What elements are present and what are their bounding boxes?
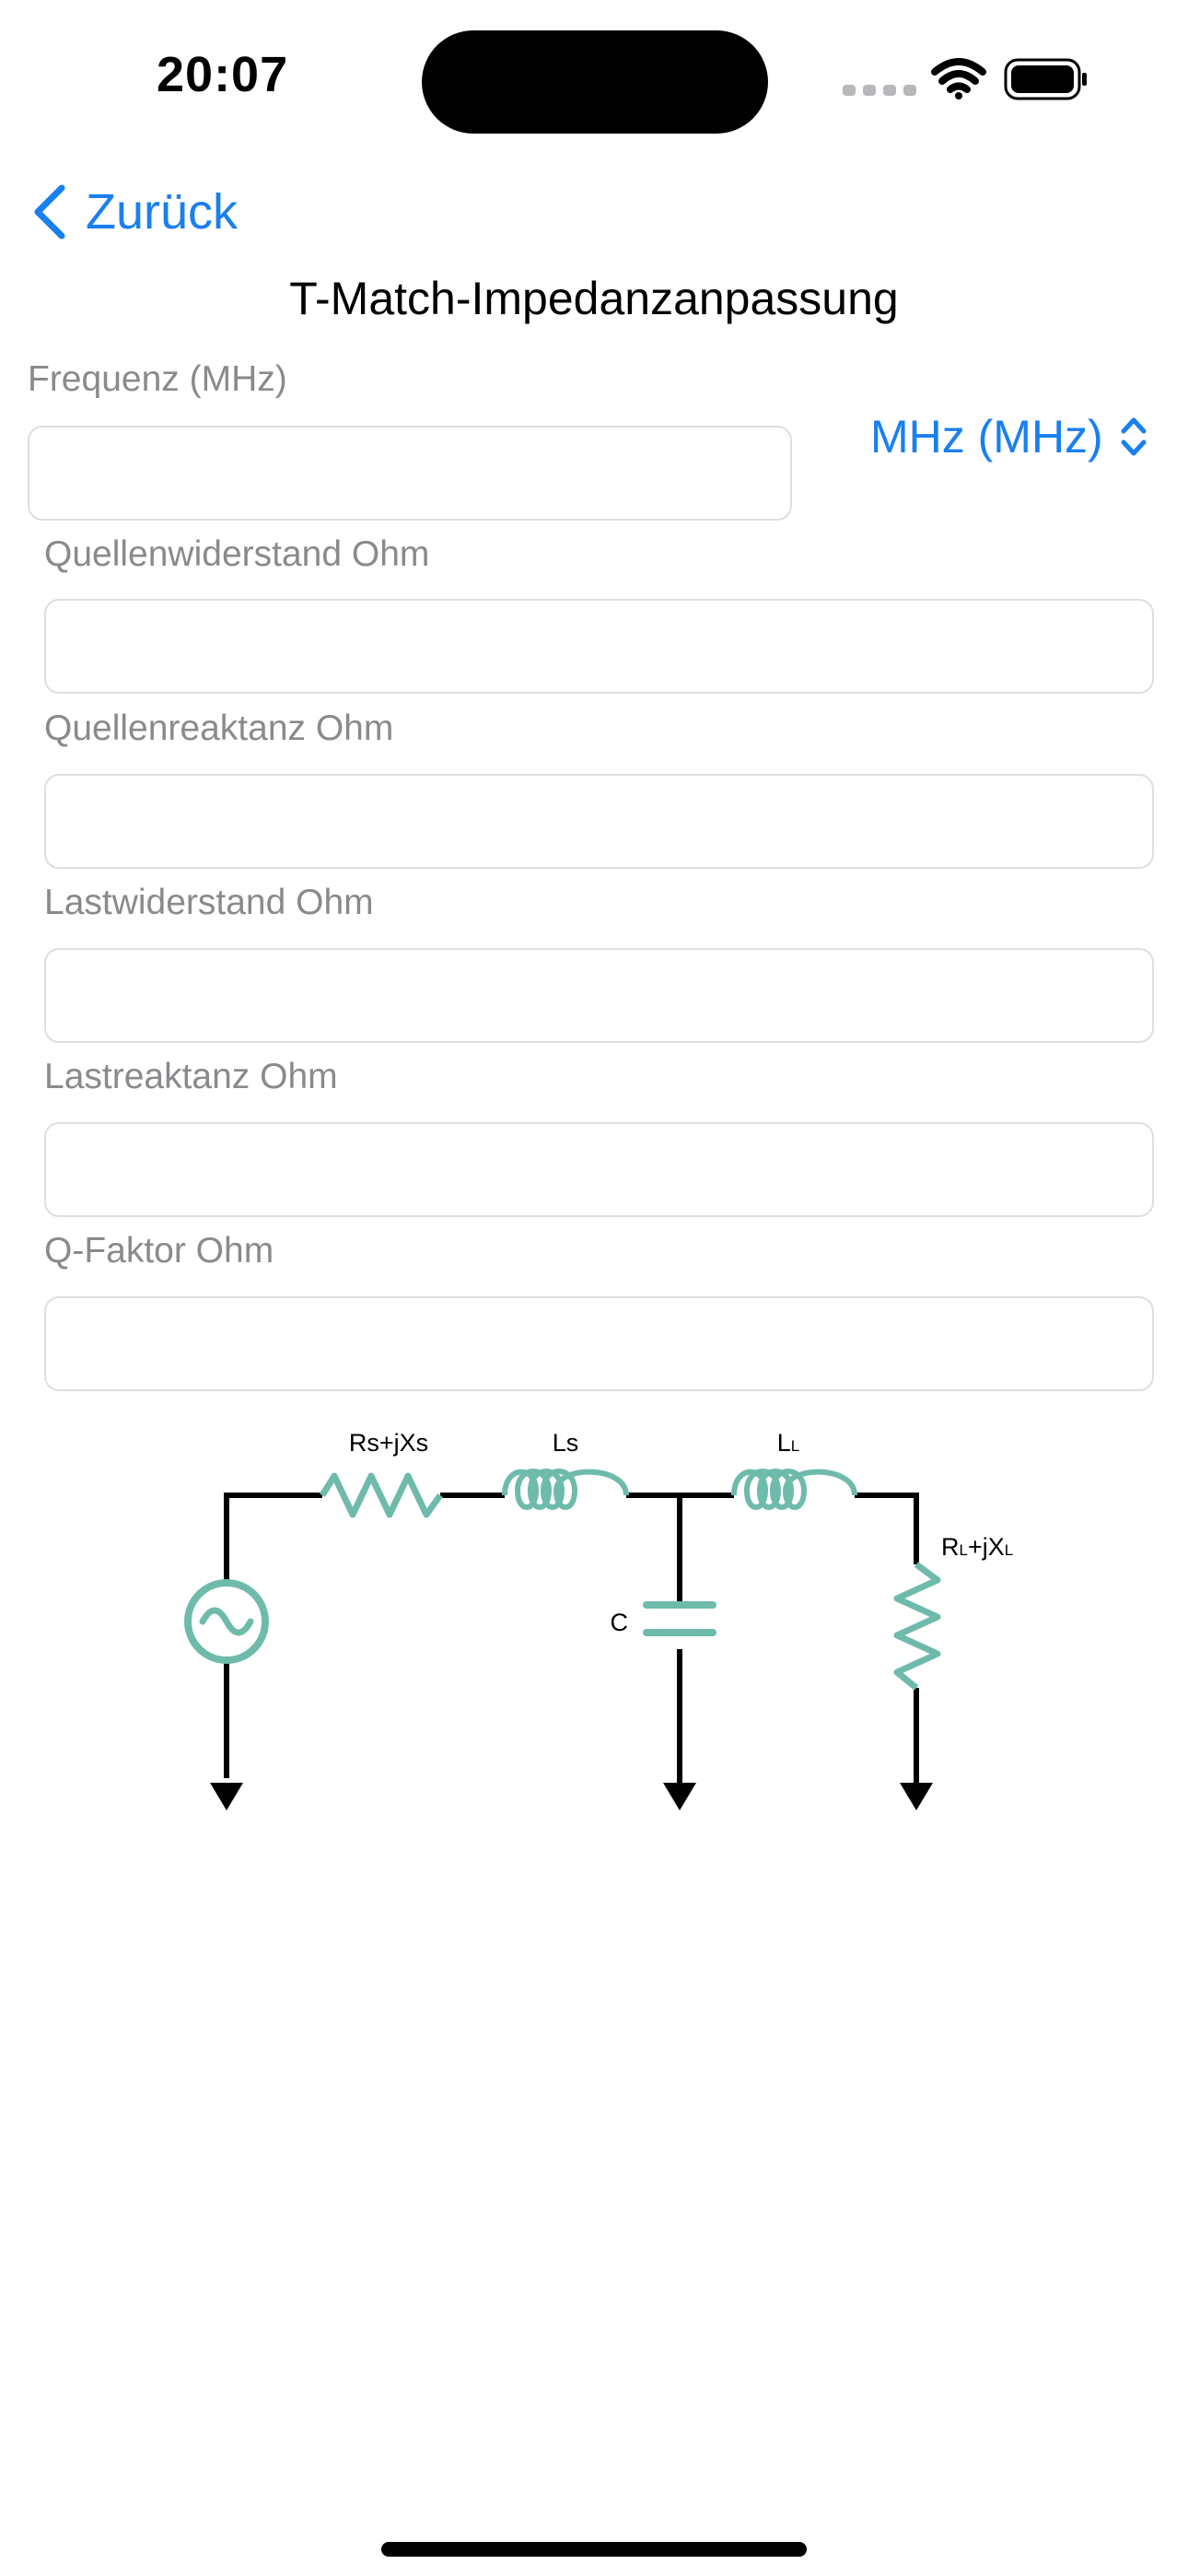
ac-source-icon xyxy=(184,1579,269,1664)
unit-picker-value: MHz (MHz) xyxy=(870,411,1103,463)
frequency-label: Frequenz (MHz) xyxy=(28,359,287,399)
frequency-input[interactable] xyxy=(28,426,792,521)
q-factor-input[interactable] xyxy=(44,1296,1154,1391)
inductor-ls-icon xyxy=(502,1469,629,1510)
status-icons xyxy=(843,57,1087,103)
status-time: 20:07 xyxy=(157,47,289,102)
cellular-dots-icon xyxy=(843,85,916,96)
page-title: T-Match-Impedanzanpassung xyxy=(289,273,899,324)
source-reactance-input[interactable] xyxy=(44,774,1154,869)
source-resistance-label: Quellenwiderstand Ohm xyxy=(44,534,430,574)
load-resistance-label: Lastwiderstand Ohm xyxy=(44,883,374,922)
ls-label: Ls xyxy=(553,1429,579,1457)
load-resistance-input[interactable] xyxy=(44,948,1154,1043)
load-reactance-label: Lastreaktanz Ohm xyxy=(44,1057,338,1096)
ground-arrows xyxy=(210,1783,933,1810)
unit-picker[interactable]: MHz (MHz) xyxy=(870,410,1147,463)
c-label: C xyxy=(611,1609,629,1636)
inductor-ll-icon xyxy=(731,1469,857,1510)
q-factor-label: Q-Faktor Ohm xyxy=(44,1231,274,1270)
capacitor-icon xyxy=(643,1601,716,1636)
source-reactance-label: Quellenreaktanz Ohm xyxy=(44,708,394,748)
back-button[interactable]: Zurück xyxy=(32,180,238,244)
load-reactance-input[interactable] xyxy=(44,1122,1154,1217)
chevron-up-down-icon xyxy=(1121,417,1147,456)
home-indicator[interactable] xyxy=(381,2542,807,2557)
t-match-circuit-diagram: Rs+jXs Ls LL C RL+jXL xyxy=(166,1410,1031,1815)
chevron-left-icon xyxy=(34,184,65,240)
load-impedance-label: RL+jXL xyxy=(941,1533,1013,1561)
battery-icon xyxy=(1004,58,1087,100)
dynamic-island xyxy=(422,30,768,134)
ll-label: LL xyxy=(777,1429,800,1457)
circuit-wires xyxy=(224,1493,919,1787)
wifi-icon xyxy=(931,58,986,100)
source-resistance-input[interactable] xyxy=(44,599,1154,694)
back-label: Zurück xyxy=(86,184,239,240)
source-resistor-icon xyxy=(320,1472,443,1518)
load-resistor-icon xyxy=(893,1562,941,1691)
source-impedance-label: Rs+jXs xyxy=(349,1429,428,1457)
